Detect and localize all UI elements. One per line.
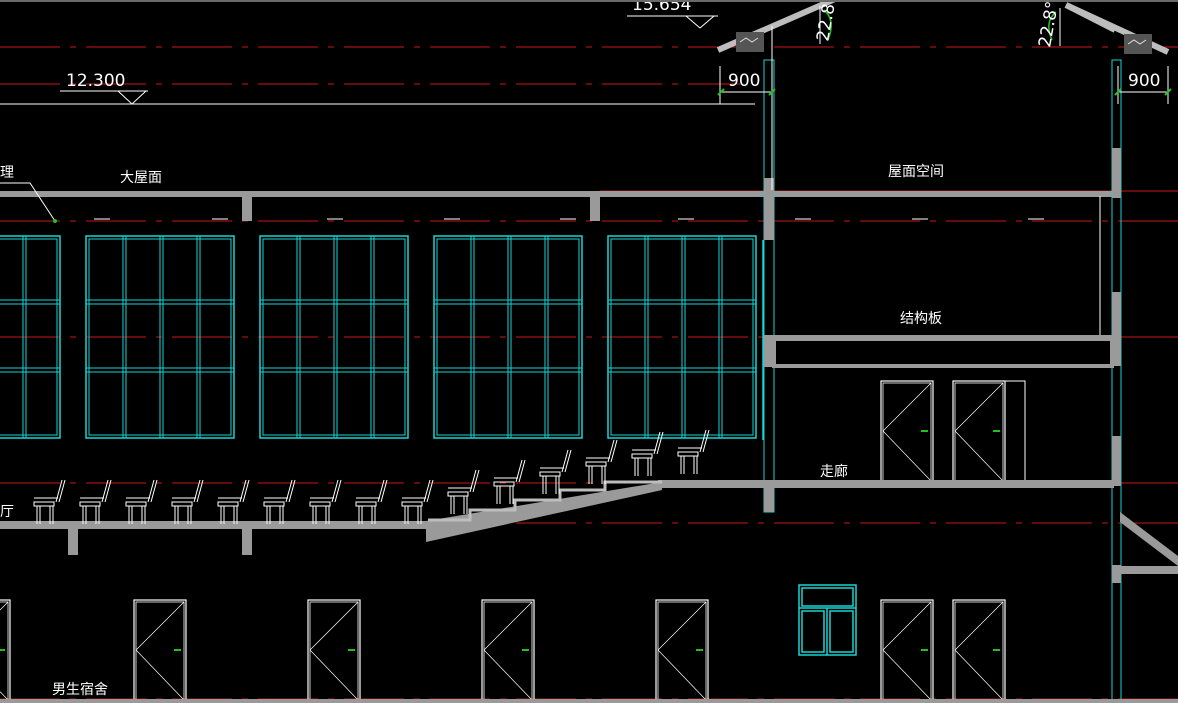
label-corridor: 走廊 — [820, 463, 848, 480]
roof-slab — [0, 191, 1120, 221]
structural-slab — [772, 335, 1114, 368]
auditorium-floor — [0, 482, 662, 555]
label-structural-slab: 结构板 — [900, 311, 942, 327]
ground-slab — [0, 699, 1178, 703]
gable-left: 22.8° — [716, 0, 841, 190]
label-cut-left-lower: 厅 — [0, 504, 14, 520]
axis-lines — [0, 46, 1178, 700]
elevation-label-mid: 12.300 — [66, 71, 125, 91]
angle-label-right: 22.8° — [1035, 0, 1063, 49]
corridor-doors — [880, 380, 1026, 482]
auditorium-chairs — [33, 429, 710, 525]
label-roof-space: 屋面空间 — [888, 164, 944, 180]
column-right — [1111, 59, 1122, 701]
gable-right: 22.8° — [1035, 0, 1170, 55]
stair-slope-right — [1120, 512, 1178, 574]
dimension-label-right: 900 — [1128, 71, 1160, 91]
dimension-right — [1114, 66, 1172, 104]
column-center — [763, 59, 775, 513]
dormitory-window — [798, 584, 857, 656]
leader-line — [0, 182, 56, 222]
elevation-marker-top: 15.654 — [627, 0, 718, 29]
label-dormitory: 男生宿舍 — [52, 681, 108, 698]
elevation-marker-mid: 12.300 — [0, 71, 755, 105]
label-cut-left: 理 — [0, 165, 14, 181]
elevation-label-top: 15.654 — [632, 0, 691, 15]
corridor-floor — [658, 480, 1114, 488]
dimension-label-left: 900 — [728, 71, 760, 91]
viewport-top-border — [0, 0, 1178, 2]
label-big-roof: 大屋面 — [120, 170, 162, 186]
dimension-left — [717, 66, 776, 104]
auditorium-steps — [428, 480, 662, 522]
dormitory-doors — [0, 599, 1006, 701]
